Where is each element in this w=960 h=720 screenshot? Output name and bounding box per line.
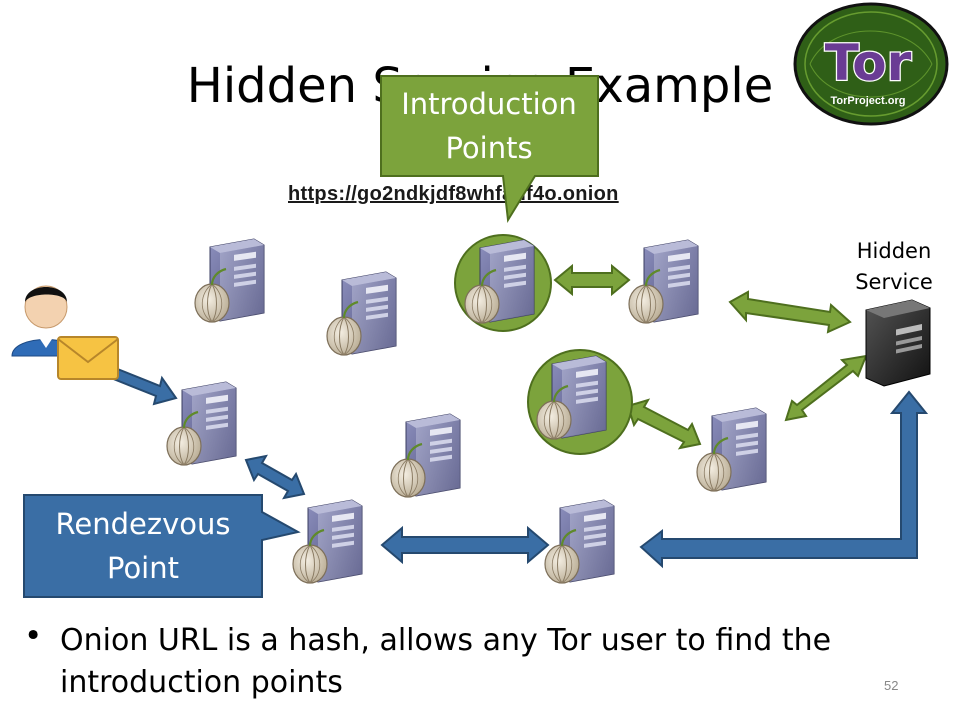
hidden-service-label-line2: Service xyxy=(855,270,933,294)
bullet-marker: • xyxy=(24,618,43,654)
intro-callout-line2: Points xyxy=(445,131,532,165)
tor-relay-2 xyxy=(325,270,398,357)
arrow-relay-to-hidden-service-top xyxy=(728,290,852,334)
logo-subtext: TorProject.org xyxy=(831,95,906,107)
hidden-service-label: Hidden Service xyxy=(846,236,942,298)
bullet-text: Onion URL is a hash, allows any Tor user… xyxy=(60,623,832,700)
arrow-rendezvous-to-relay xyxy=(380,525,550,565)
arrow-relay-to-rendezvous xyxy=(244,454,306,500)
hidden-service-server-icon xyxy=(865,299,931,387)
logo-text: Tor xyxy=(825,34,912,92)
intro-callout-line1: Introduction xyxy=(401,87,577,121)
hidden-service-label-line1: Hidden xyxy=(856,239,932,263)
rendezvous-point-relay xyxy=(291,498,364,585)
rendezvous-point-callout: Rendezvous Point xyxy=(23,494,301,598)
tor-relay-1 xyxy=(193,237,266,324)
tor-relay-6 xyxy=(695,406,768,493)
tor-relay-4 xyxy=(165,380,238,467)
tor-relay-7 xyxy=(543,498,616,585)
rendezvous-callout-line1: Rendezvous xyxy=(56,507,231,541)
green-arrows xyxy=(553,263,868,450)
blue-arrows xyxy=(109,366,929,569)
tor-relay-3 xyxy=(627,238,700,325)
tor-relay-5 xyxy=(389,412,462,499)
arrow-intro1-to-relay xyxy=(553,263,631,297)
envelope-icon xyxy=(57,336,119,380)
tor-project-logo: Tor TorProject.org xyxy=(793,2,949,126)
arrow-client-to-relay xyxy=(109,366,178,406)
arrow-hidden-service-to-relay-bottom xyxy=(784,354,868,422)
introduction-points-callout: Introduction Points xyxy=(380,75,599,223)
slide-number: 52 xyxy=(884,678,899,693)
arrow-hidden-service-to-rendezvous-relay xyxy=(639,390,929,569)
rendezvous-callout-line2: Point xyxy=(107,551,179,585)
onion-url: https://go2ndkjdf8whfanf4o.onion xyxy=(288,183,619,205)
arrow-intro2-to-relay xyxy=(626,398,702,450)
